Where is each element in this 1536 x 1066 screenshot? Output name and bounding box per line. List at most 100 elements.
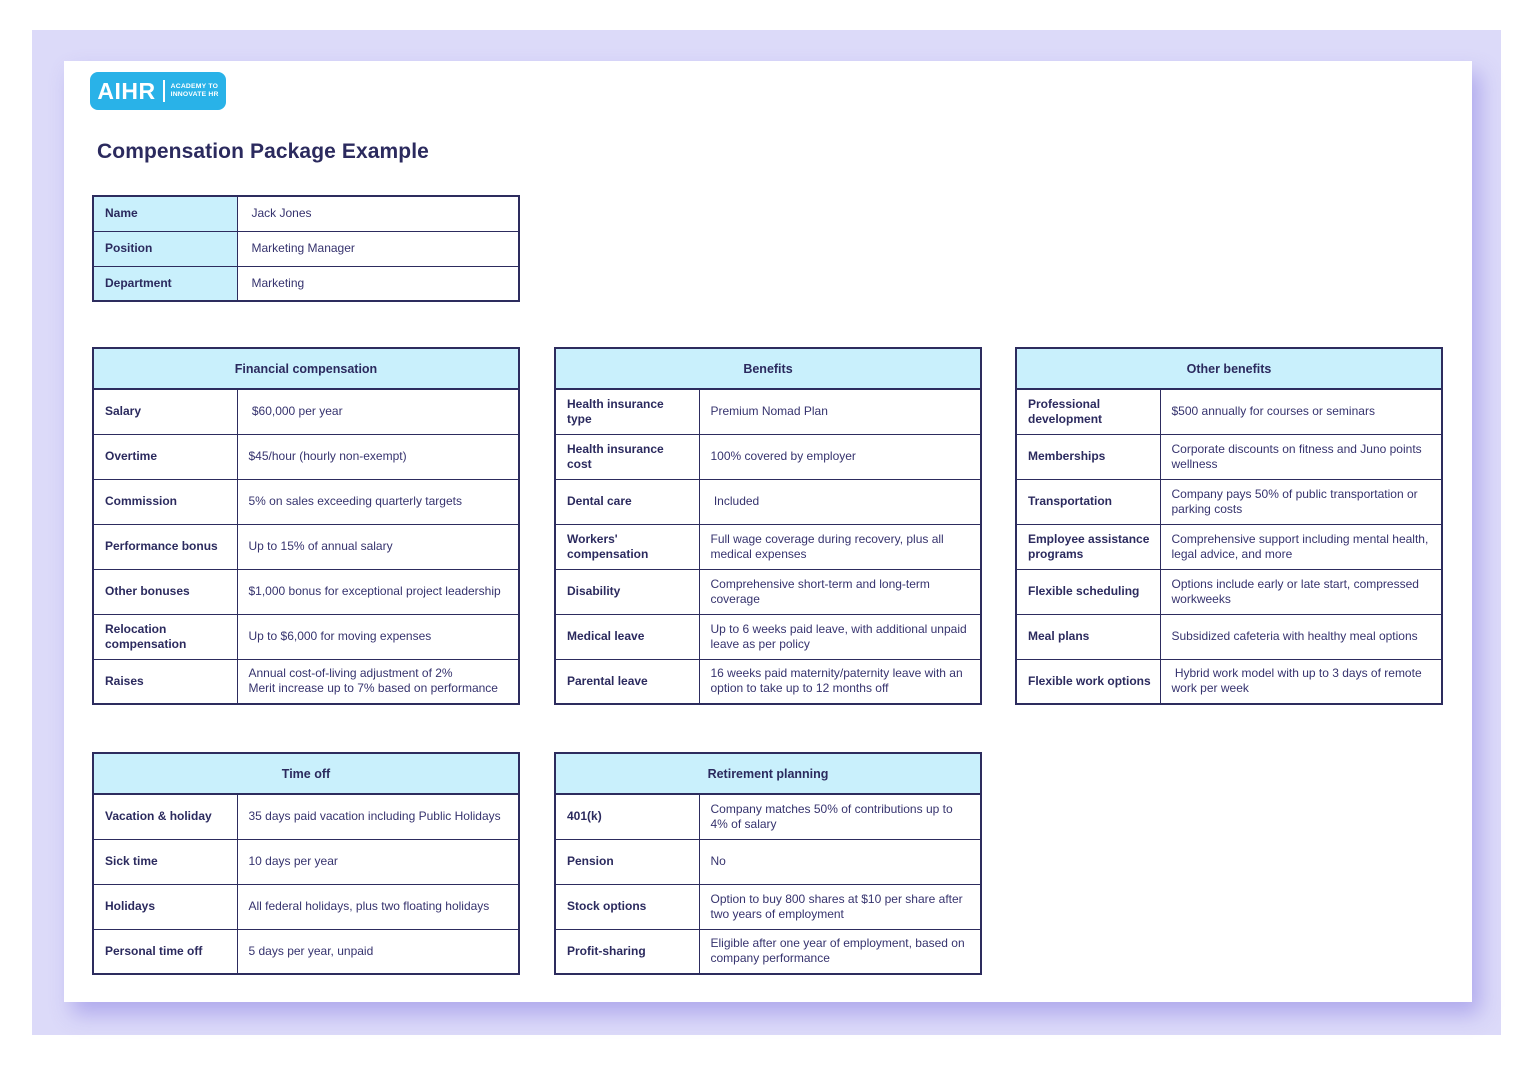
table-row: Workers' compensation Full wage coverage… <box>554 523 982 570</box>
row-value: Company matches 50% of contributions up … <box>698 793 982 840</box>
table-row: Department Marketing <box>92 265 520 302</box>
table-row: Holidays All federal holidays, plus two … <box>92 883 520 930</box>
table-row: Transportation Company pays 50% of publi… <box>1015 478 1443 525</box>
row-value: 5 days per year, unpaid <box>236 928 520 975</box>
table-row: Raises Annual cost-of-living adjustment … <box>92 658 520 705</box>
row-label: Profit-sharing <box>554 928 700 975</box>
row-label: Flexible scheduling <box>1015 568 1161 615</box>
row-value: $45/hour (hourly non-exempt) <box>236 433 520 480</box>
row-value: Eligible after one year of employment, b… <box>698 928 982 975</box>
row-value: No <box>698 838 982 885</box>
row-value: 5% on sales exceeding quarterly targets <box>236 478 520 525</box>
table-title: Benefits <box>554 347 982 390</box>
row-value: Subsidized cafeteria with healthy meal o… <box>1159 613 1443 660</box>
row-value: Up to 15% of annual salary <box>236 523 520 570</box>
row-value: 10 days per year <box>236 838 520 885</box>
table-row: Disability Comprehensive short-term and … <box>554 568 982 615</box>
table-row: Other bonuses $1,000 bonus for exception… <box>92 568 520 615</box>
table-row: Relocation compensation Up to $6,000 for… <box>92 613 520 660</box>
table-row: Vacation & holiday 35 days paid vacation… <box>92 793 520 840</box>
row-value: $1,000 bonus for exceptional project lea… <box>236 568 520 615</box>
table-row: Flexible work options Hybrid work model … <box>1015 658 1443 705</box>
table-row: Stock options Option to buy 800 shares a… <box>554 883 982 930</box>
row-label: Workers' compensation <box>554 523 700 570</box>
row-label: Raises <box>92 658 238 705</box>
row-value: Up to 6 weeks paid leave, with additiona… <box>698 613 982 660</box>
row-label: Position <box>92 230 238 267</box>
row-value: 100% covered by employer <box>698 433 982 480</box>
row-value: 35 days paid vacation including Public H… <box>236 793 520 840</box>
row-label: Dental care <box>554 478 700 525</box>
row-label: Overtime <box>92 433 238 480</box>
logo-text: AIHR <box>97 77 156 104</box>
retirement-planning-table: Retirement planning 401(k) Company match… <box>554 752 982 975</box>
table-row: Meal plans Subsidized cafeteria with hea… <box>1015 613 1443 660</box>
table-row: Medical leave Up to 6 weeks paid leave, … <box>554 613 982 660</box>
row-label: Health insurance cost <box>554 433 700 480</box>
table-row: 401(k) Company matches 50% of contributi… <box>554 793 982 840</box>
row-label: Medical leave <box>554 613 700 660</box>
row-label: Flexible work options <box>1015 658 1161 705</box>
table-row: Commission 5% on sales exceeding quarter… <box>92 478 520 525</box>
table-row: Profit-sharing Eligible after one year o… <box>554 928 982 975</box>
table-row: Dental care Included <box>554 478 982 525</box>
row-label: Memberships <box>1015 433 1161 480</box>
table-row: Professional development $500 annually f… <box>1015 388 1443 435</box>
row-label: Name <box>92 195 238 232</box>
row-value: Company pays 50% of public transportatio… <box>1159 478 1443 525</box>
table-row: Personal time off 5 days per year, unpai… <box>92 928 520 975</box>
row-label: Performance bonus <box>92 523 238 570</box>
table-row: Position Marketing Manager <box>92 230 520 267</box>
table-title: Retirement planning <box>554 752 982 795</box>
table-row: Health insurance type Premium Nomad Plan <box>554 388 982 435</box>
logo-divider <box>162 80 165 102</box>
row-value: 16 weeks paid maternity/paternity leave … <box>698 658 982 705</box>
row-value: Corporate discounts on fitness and Juno … <box>1159 433 1443 480</box>
row-value: Included <box>698 478 982 525</box>
row-label: Commission <box>92 478 238 525</box>
row-label: Salary <box>92 388 238 435</box>
table-title: Other benefits <box>1015 347 1443 390</box>
row-value: Marketing Manager <box>236 230 520 267</box>
row-value: Comprehensive support including mental h… <box>1159 523 1443 570</box>
row-value: $500 annually for courses or seminars <box>1159 388 1443 435</box>
table-row: Health insurance cost 100% covered by em… <box>554 433 982 480</box>
row-label: 401(k) <box>554 793 700 840</box>
row-label: Disability <box>554 568 700 615</box>
financial-compensation-table: Financial compensation Salary $60,000 pe… <box>92 347 520 705</box>
row-label: Department <box>92 265 238 302</box>
employee-info-table: Name Jack Jones Position Marketing Manag… <box>92 195 520 302</box>
row-value: Full wage coverage during recovery, plus… <box>698 523 982 570</box>
row-value: $60,000 per year <box>236 388 520 435</box>
table-row: Name Jack Jones <box>92 195 520 232</box>
row-label: Vacation & holiday <box>92 793 238 840</box>
row-label: Transportation <box>1015 478 1161 525</box>
row-value: Option to buy 800 shares at $10 per shar… <box>698 883 982 930</box>
row-value: Premium Nomad Plan <box>698 388 982 435</box>
row-value: Annual cost-of-living adjustment of 2% M… <box>236 658 520 705</box>
other-benefits-table: Other benefits Professional development … <box>1015 347 1443 705</box>
row-label: Relocation compensation <box>92 613 238 660</box>
row-value: Jack Jones <box>236 195 520 232</box>
page-background-panel: AIHR ACADEMY TO INNOVATE HR Compensation… <box>32 30 1501 1035</box>
row-label: Meal plans <box>1015 613 1161 660</box>
row-value: Options include early or late start, com… <box>1159 568 1443 615</box>
row-value: Hybrid work model with up to 3 days of r… <box>1159 658 1443 705</box>
row-label: Pension <box>554 838 700 885</box>
row-value: Comprehensive short-term and long-term c… <box>698 568 982 615</box>
row-value: Marketing <box>236 265 520 302</box>
row-label: Health insurance type <box>554 388 700 435</box>
benefits-table: Benefits Health insurance type Premium N… <box>554 347 982 705</box>
table-row: Performance bonus Up to 15% of annual sa… <box>92 523 520 570</box>
table-title: Financial compensation <box>92 347 520 390</box>
logo-tagline: ACADEMY TO INNOVATE HR <box>171 83 219 100</box>
table-row: Pension No <box>554 838 982 885</box>
logo-tagline-line2: INNOVATE HR <box>170 91 219 98</box>
row-label: Personal time off <box>92 928 238 975</box>
row-label: Employee assistance programs <box>1015 523 1161 570</box>
aihr-logo: AIHR ACADEMY TO INNOVATE HR <box>90 72 226 110</box>
row-label: Professional development <box>1015 388 1161 435</box>
logo-tagline-line1: ACADEMY TO <box>170 82 219 90</box>
table-row: Salary $60,000 per year <box>92 388 520 435</box>
table-row: Parental leave 16 weeks paid maternity/p… <box>554 658 982 705</box>
